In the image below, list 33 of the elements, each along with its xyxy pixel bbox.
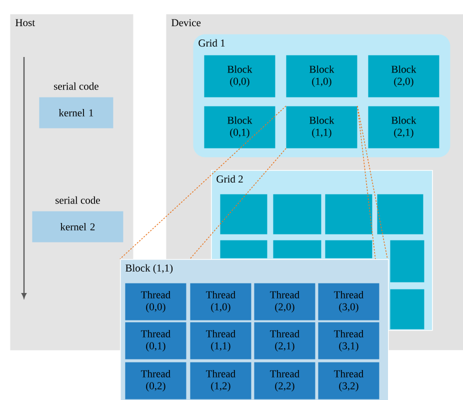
block-box: [273, 194, 322, 234]
block-box: [390, 289, 424, 330]
thread-box: Thread (1,1): [190, 322, 252, 360]
code-label: serial code: [54, 82, 98, 90]
block-box: Block (1,0): [286, 55, 358, 98]
thread-box: Thread (3,1): [318, 322, 380, 360]
thread-box: Thread (0,1): [125, 322, 186, 360]
block-box: [325, 240, 372, 258]
block-box: [220, 240, 268, 258]
thread-box: Thread (2,0): [254, 283, 316, 320]
thread-box: Thread (2,1): [254, 322, 316, 360]
block-box: [377, 194, 424, 234]
block-box: [390, 240, 424, 282]
leader-line: [189, 148, 286, 260]
code-label: serial code: [56, 196, 100, 204]
thread-box: Thread (1,0): [190, 283, 252, 320]
thread-box: Thread (3,0): [318, 283, 380, 320]
block-box: [325, 194, 372, 234]
thread-box: Thread (0,2): [125, 362, 186, 400]
block-box: Block (0,0): [204, 55, 276, 98]
block-box: Block (2,0): [368, 55, 440, 98]
block-box: Block (2,1): [368, 106, 440, 148]
thread-box: Thread (3,2): [318, 362, 380, 400]
block-box: Block (1,1): [286, 106, 358, 148]
thread-box: Thread (2,2): [254, 362, 316, 400]
kernel-box: kernel 1: [39, 97, 114, 128]
block-box: Block (0,1): [204, 106, 276, 148]
thread-box: Thread (0,0): [125, 283, 186, 320]
thread-box: Thread (1,2): [190, 362, 252, 400]
leader-line: [357, 106, 388, 260]
block-box: [273, 240, 322, 258]
block-box: [220, 194, 268, 234]
kernel-box: kernel 2: [32, 211, 124, 242]
